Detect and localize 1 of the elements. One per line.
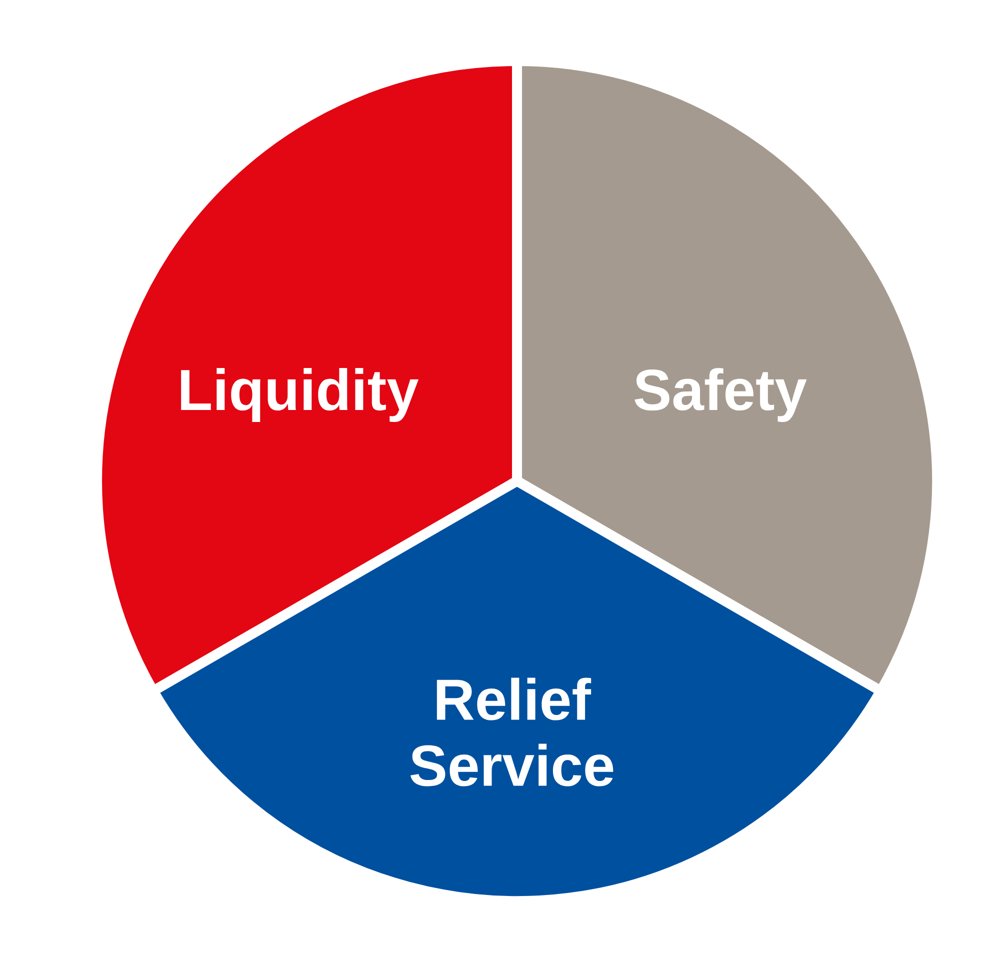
pie-slice: Relief Service (148, 476, 886, 906)
